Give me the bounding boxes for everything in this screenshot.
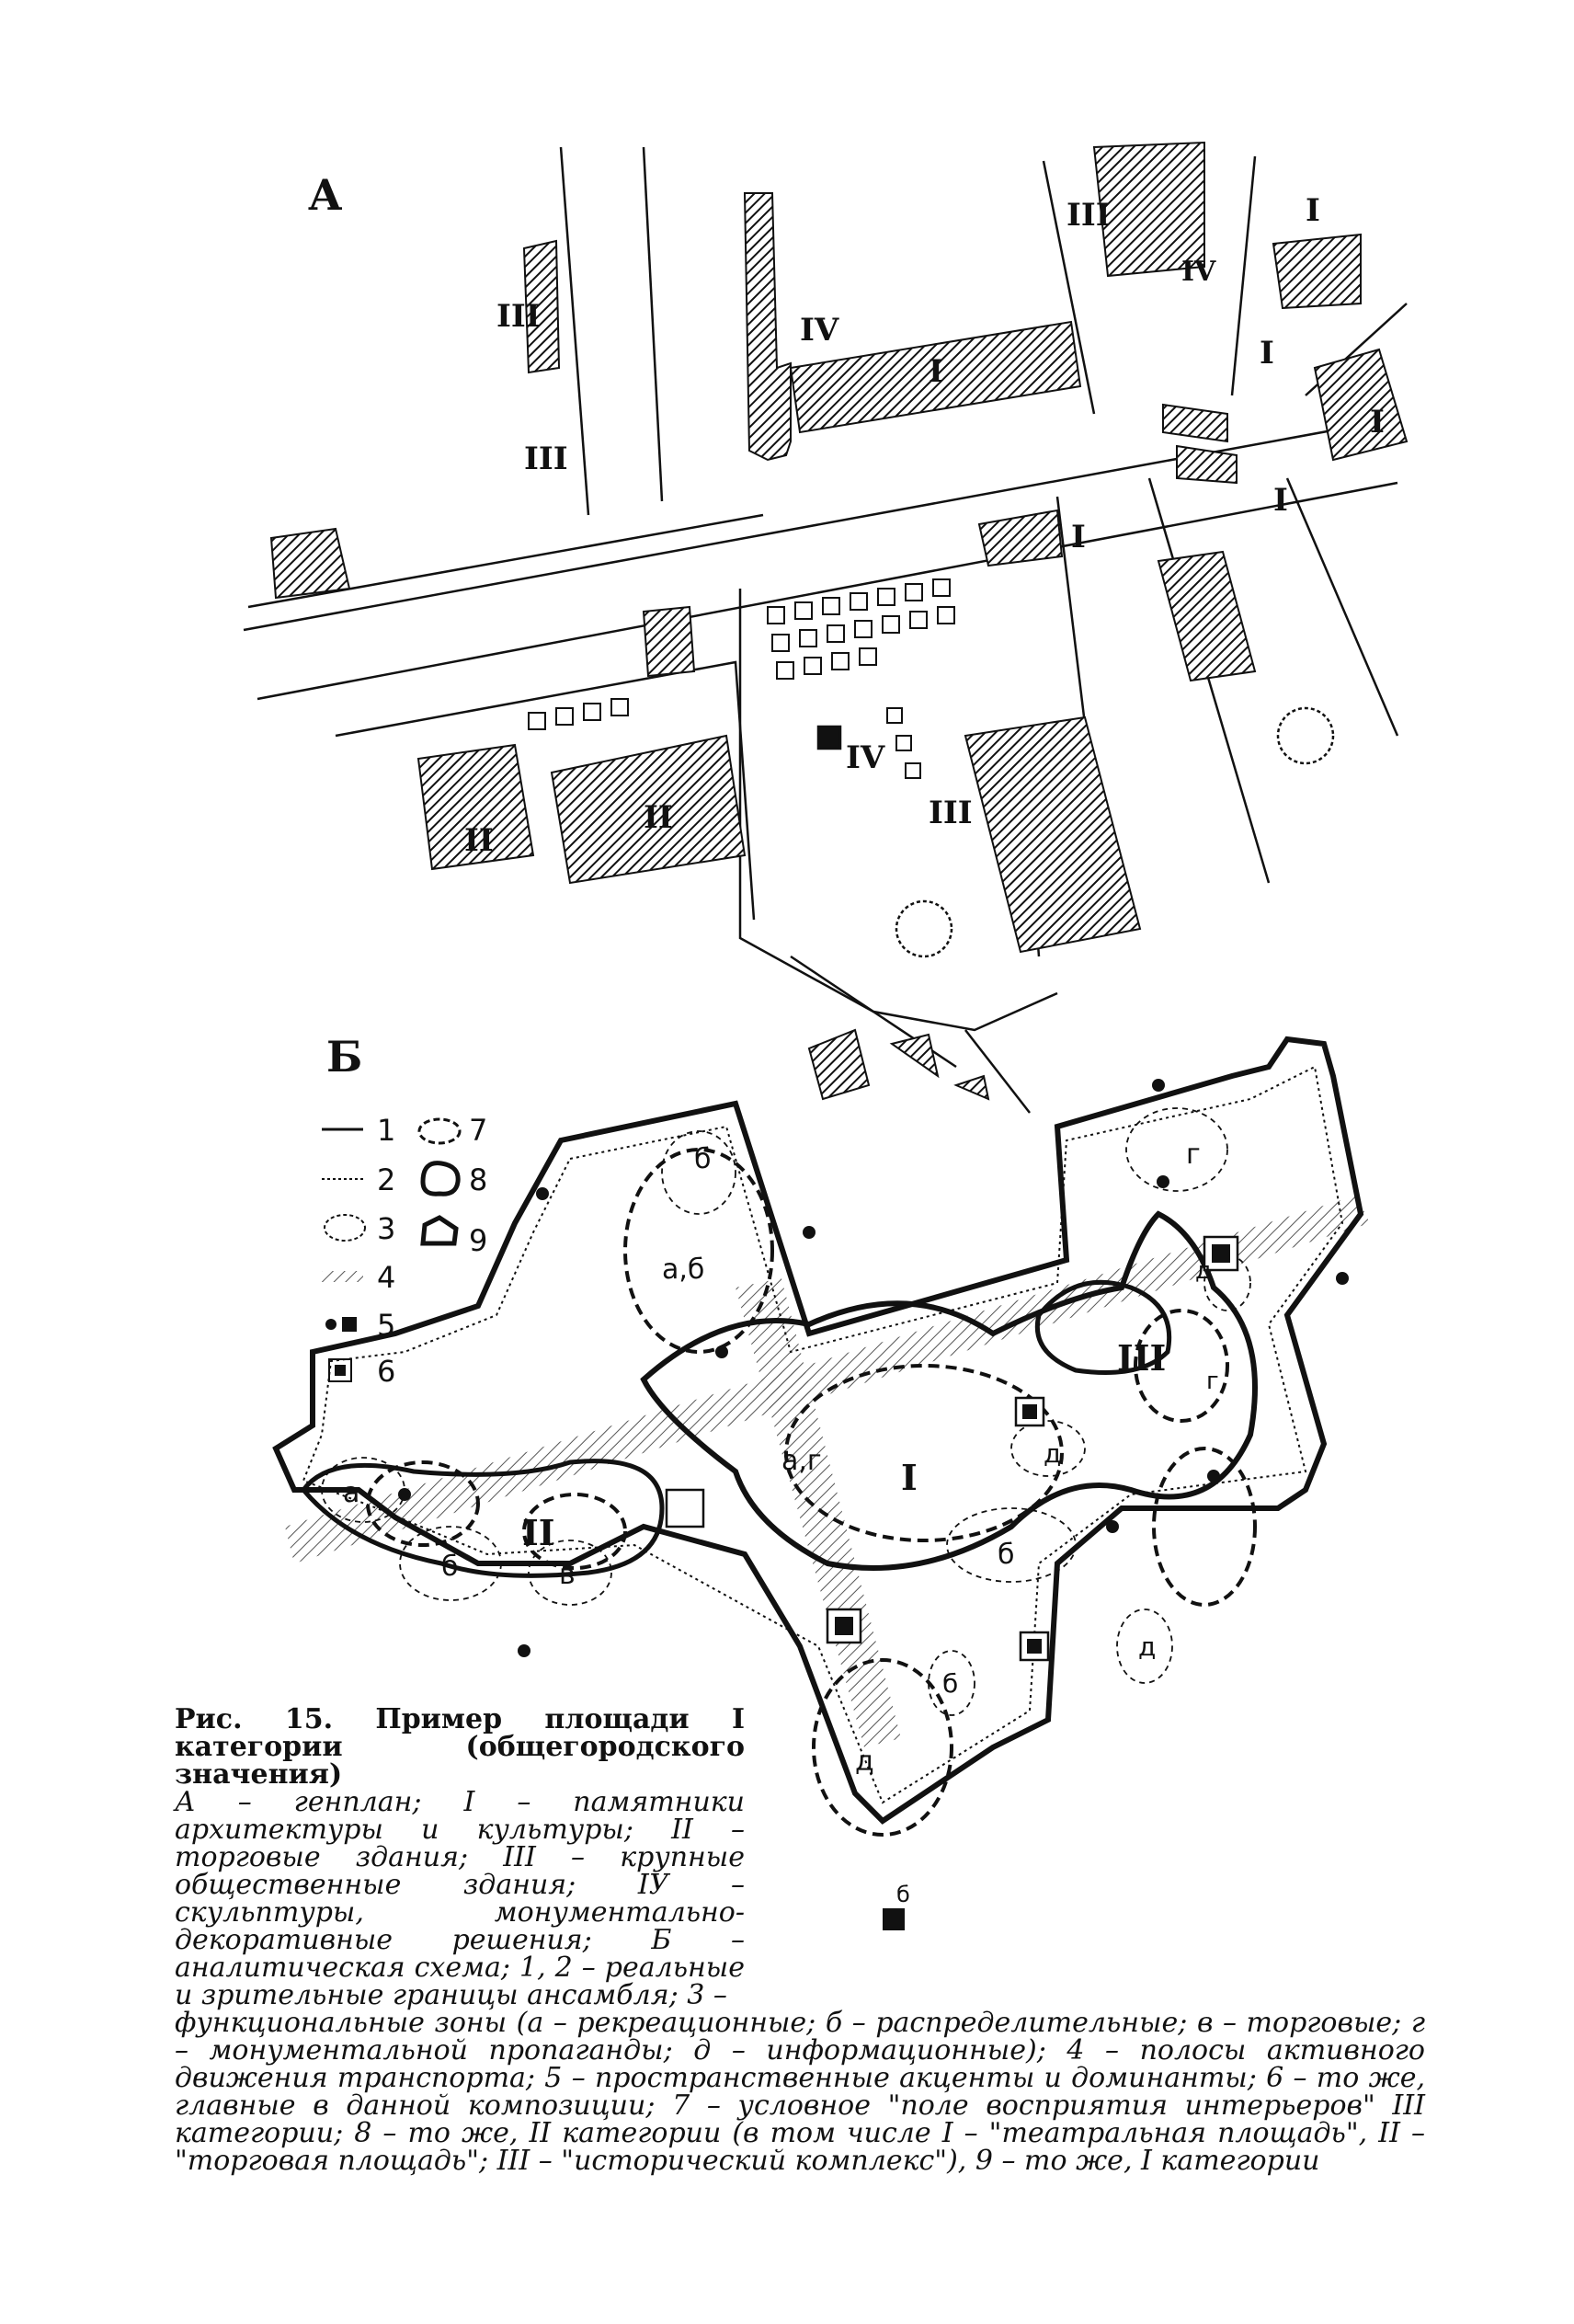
legend-number: 8 xyxy=(469,1162,487,1197)
zone-label: д xyxy=(855,1746,874,1778)
zone-label: б xyxy=(942,1668,958,1699)
caption-legend-part1: А – генплан; I – памятники архитектуры и… xyxy=(175,1786,745,2011)
legend-number: 7 xyxy=(469,1113,487,1148)
plan-a-label: I xyxy=(1370,404,1385,441)
zone-label: б xyxy=(441,1551,459,1583)
perception-field-label: I xyxy=(901,1457,918,1498)
building-i-right xyxy=(1313,348,1409,462)
plan-a-label: IV xyxy=(800,312,839,349)
zone-label: б xyxy=(998,1539,1015,1571)
plan-a-label: III xyxy=(1066,197,1111,234)
perception-field-label: III xyxy=(1117,1337,1166,1379)
ensemble-boundary xyxy=(272,1036,1364,1825)
zone-label: д xyxy=(1044,1438,1061,1469)
zone-label: а,г xyxy=(781,1445,822,1477)
building-block-small xyxy=(642,605,696,678)
plan-a-label: I xyxy=(1273,482,1288,519)
oval-island-lower xyxy=(1176,444,1238,485)
plan-a-label: III xyxy=(929,795,973,831)
building-iii-left xyxy=(522,239,561,374)
building-i-bottom xyxy=(807,1028,871,1101)
triangle-bottom-2 xyxy=(953,1074,990,1101)
zone-label: д xyxy=(1138,1631,1156,1662)
legend-number: 1 xyxy=(377,1113,395,1148)
plan-a-label: I xyxy=(1260,335,1274,372)
zone-label: а xyxy=(343,1477,359,1509)
zone-label: в xyxy=(559,1559,576,1591)
panel-a-label: А xyxy=(308,170,343,220)
legend-number: 4 xyxy=(377,1260,395,1295)
building-i-top-right xyxy=(1272,233,1362,310)
zone-label: б xyxy=(694,1143,712,1175)
plan-a-label: I xyxy=(1306,192,1320,229)
caption-legend-part2: функциональные зоны (а – рекреационные; … xyxy=(175,2007,1425,2177)
zone-label: г xyxy=(1206,1368,1219,1395)
legend-number: 2 xyxy=(377,1162,395,1197)
legend-number: 9 xyxy=(469,1223,487,1258)
plan-a-label: I xyxy=(929,353,943,390)
zone-label: б xyxy=(896,1882,910,1907)
plan-a-label: II xyxy=(464,822,494,859)
zone-label: д xyxy=(1195,1257,1212,1285)
caption-title: Рис. 15. Пример площади I категории (общ… xyxy=(175,1703,745,1791)
plan-a-label: IV xyxy=(846,739,885,776)
analytic-scheme-b: Б 1 2 3 4 5 6 7 8 9 xyxy=(272,1032,1370,1930)
plan-a-label: I xyxy=(1071,519,1086,555)
legend-number: 3 xyxy=(377,1211,395,1246)
triangle-bottom-1 xyxy=(889,1033,940,1079)
building-ii-center xyxy=(550,734,747,885)
building-i-square xyxy=(977,509,1064,567)
panel-b-label: Б xyxy=(326,1032,362,1082)
oval-island-upper xyxy=(1162,403,1228,443)
building-iii-main xyxy=(964,716,1142,954)
building-iv-strip xyxy=(743,192,792,462)
legend-number: 6 xyxy=(377,1354,395,1389)
building-i-avenue xyxy=(789,320,1082,434)
perception-field-label: II xyxy=(522,1512,555,1553)
plan-a-label: III xyxy=(524,441,568,477)
building-iii-top xyxy=(1092,141,1205,278)
figure-caption: Рис. 15. Пример площади I категории (общ… xyxy=(175,1706,1425,2175)
building-striped-right xyxy=(1157,550,1257,682)
plan-a-label: IV xyxy=(1181,256,1216,288)
building-small-left xyxy=(269,527,351,600)
zone-label: а,б xyxy=(662,1254,704,1286)
plan-a-label: III xyxy=(496,298,541,335)
site-plan-a: А xyxy=(243,141,1409,1114)
legend: 1 2 3 4 5 6 7 8 9 xyxy=(322,1113,487,1389)
plan-a-label: II xyxy=(644,799,673,836)
building-ii-left xyxy=(416,743,535,871)
zone-label: г xyxy=(1186,1139,1201,1171)
